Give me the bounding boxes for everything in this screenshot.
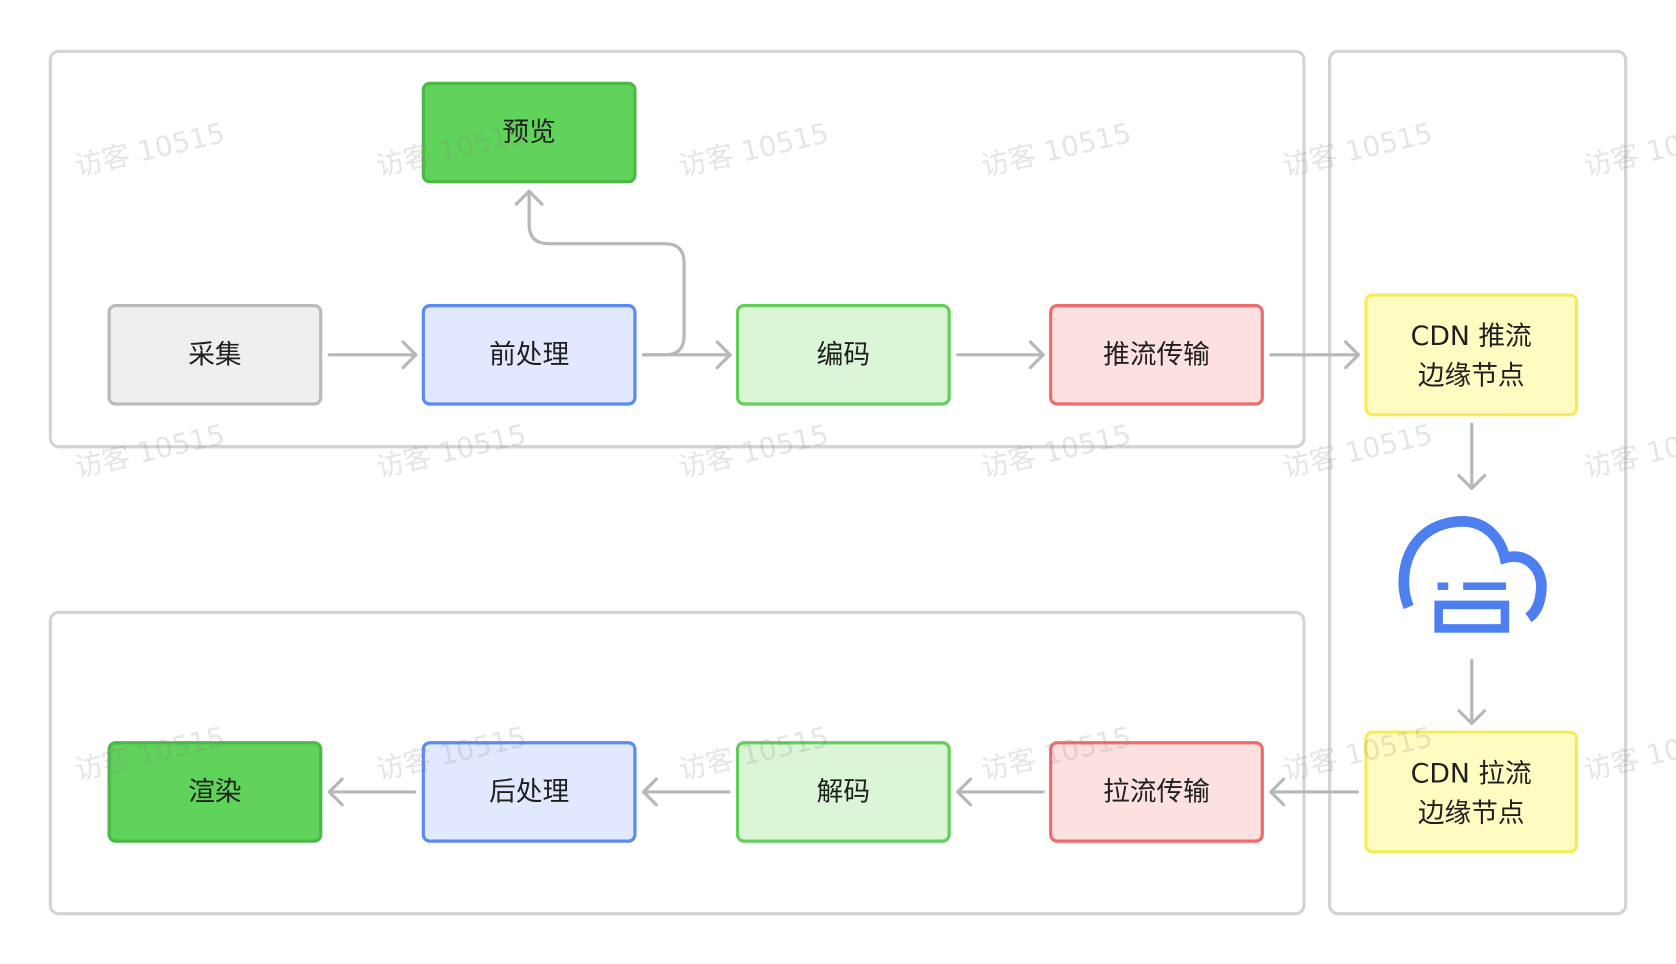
node-push-transport-box	[1049, 304, 1264, 406]
node-postprocess: 后处理	[421, 741, 637, 843]
node-cdn-pull-edge-label-line1: CDN 拉流	[1411, 758, 1532, 789]
node-encode-label: 编码	[817, 339, 870, 370]
arrow-decode-to-postprocess	[641, 777, 731, 807]
node-capture-box	[107, 304, 323, 406]
node-capture: 采集	[107, 304, 323, 406]
node-cdn-push-edge-label-line1: CDN 推流	[1411, 321, 1532, 352]
arrow-pull-transport-to-decode	[956, 777, 1045, 807]
node-encode-box	[735, 304, 951, 406]
node-preprocess-label: 前处理	[489, 339, 569, 370]
node-preview-label: 预览	[502, 117, 555, 148]
pull-side-group	[48, 610, 1306, 916]
node-cdn-pull-edge-box	[1364, 730, 1579, 854]
node-pull-transport-label: 拉流传输	[1103, 776, 1210, 807]
arrow-cloud-to-cdn-pull	[1457, 658, 1487, 726]
node-cdn-pull-edge: CDN 拉流 边缘节点	[1364, 730, 1579, 854]
node-encode: 编码	[735, 304, 951, 406]
node-render: 渲染	[107, 741, 323, 843]
node-pull-transport-box	[1049, 741, 1264, 843]
node-decode: 解码	[735, 741, 951, 843]
cloud-outline	[1398, 516, 1547, 623]
node-pull-transport: 拉流传输	[1049, 741, 1264, 843]
arrow-postprocess-to-render	[327, 777, 417, 807]
arrow-preprocess-to-preview	[514, 189, 686, 357]
node-preprocess-box	[421, 304, 637, 406]
node-postprocess-box	[421, 741, 637, 843]
cloud-dash	[1437, 582, 1449, 590]
node-decode-box	[735, 741, 951, 843]
node-push-transport-label: 推流传输	[1103, 339, 1210, 370]
arrow-encode-to-push-transport	[956, 340, 1045, 370]
connectors-push	[327, 189, 1361, 370]
node-preview: 预览	[421, 81, 637, 184]
arrow-capture-to-preprocess	[327, 340, 418, 370]
arrow-cdn-pull-to-pull-transport	[1269, 777, 1360, 807]
node-capture-label: 采集	[188, 339, 241, 370]
connectors-pull	[327, 777, 1360, 807]
arrow-push-transport-to-cdn-push	[1269, 340, 1361, 370]
node-cdn-pull-edge-label-line2: 边缘节点	[1418, 798, 1525, 829]
arrow-cdn-push-to-cloud	[1457, 422, 1487, 491]
node-render-box	[107, 741, 323, 843]
node-cdn-push-edge-label-line2: 边缘节点	[1418, 361, 1525, 392]
node-decode-label: 解码	[817, 776, 870, 807]
connectors-cdn	[1457, 422, 1487, 726]
push-side-group	[48, 49, 1306, 449]
cloud-server-rack	[1434, 600, 1510, 633]
node-postprocess-label: 后处理	[489, 776, 569, 807]
cloud-bar	[1463, 582, 1506, 590]
node-preview-box	[421, 81, 637, 184]
node-preprocess: 前处理	[421, 304, 637, 406]
node-cdn-push-edge-box	[1364, 293, 1579, 417]
node-cdn-push-edge: CDN 推流 边缘节点	[1364, 293, 1579, 417]
cloud-server-icon	[1398, 516, 1547, 633]
node-render-label: 渲染	[188, 776, 241, 807]
node-push-transport: 推流传输	[1049, 304, 1264, 406]
